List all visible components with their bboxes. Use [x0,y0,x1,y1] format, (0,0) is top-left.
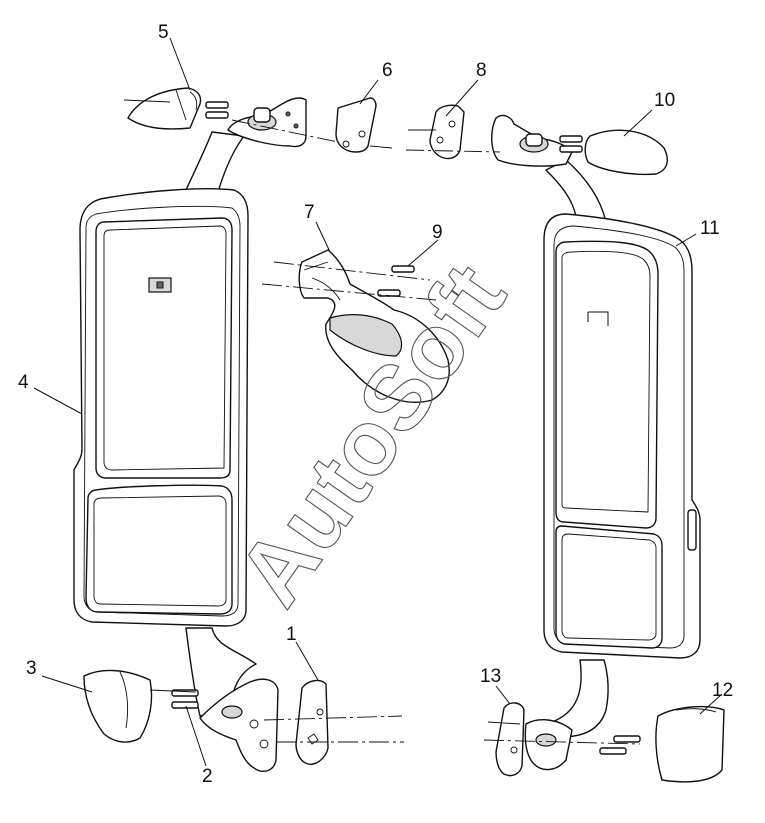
part-2-bolts [171,689,199,709]
left-upper-mirror-glass [95,217,233,479]
right-upper-arm [545,159,607,223]
callout-1: 1 [286,624,297,645]
callout-6: 6 [382,60,393,81]
callout-13: 13 [480,666,501,687]
callout-12: 12 [712,680,733,701]
part-9-bolt-a [391,265,415,273]
part-12-bolts [599,735,641,755]
part-5-cover [127,87,202,130]
part-3-cover [83,669,153,743]
left-lower-bracket [199,678,279,772]
part-10-bolts [559,135,583,153]
callout-11: 11 [700,218,720,239]
assembly-centerlines [123,99,641,745]
part-10-cover [584,129,668,176]
left-lower-arm [185,627,257,717]
right-lower-mirror-glass [555,525,663,649]
callout-2: 2 [202,766,213,787]
part-12-cover [655,705,725,783]
callout-3: 3 [26,658,37,679]
part-5-bolts [205,101,229,119]
callout-9: 9 [432,222,443,243]
part-8-plate [429,104,465,160]
right-mirror-assembly [543,159,701,738]
left-mirror-assembly [73,131,257,717]
part-1-plate [295,679,329,765]
part-6-plate [335,97,377,153]
left-lower-mirror-glass [85,484,233,615]
right-lower-arm [547,659,609,738]
callout-8: 8 [476,60,487,81]
callout-4: 4 [18,372,29,393]
callout-10: 10 [654,90,675,111]
part-13-plate [495,702,525,777]
left-upper-arm [185,131,245,193]
callout-7: 7 [304,202,315,223]
callout-numbers: 1 2 3 4 5 6 7 8 9 10 11 12 13 [18,22,733,787]
right-upper-mirror-glass [555,240,659,529]
leader-lines [33,37,723,767]
callout-5: 5 [158,22,169,43]
